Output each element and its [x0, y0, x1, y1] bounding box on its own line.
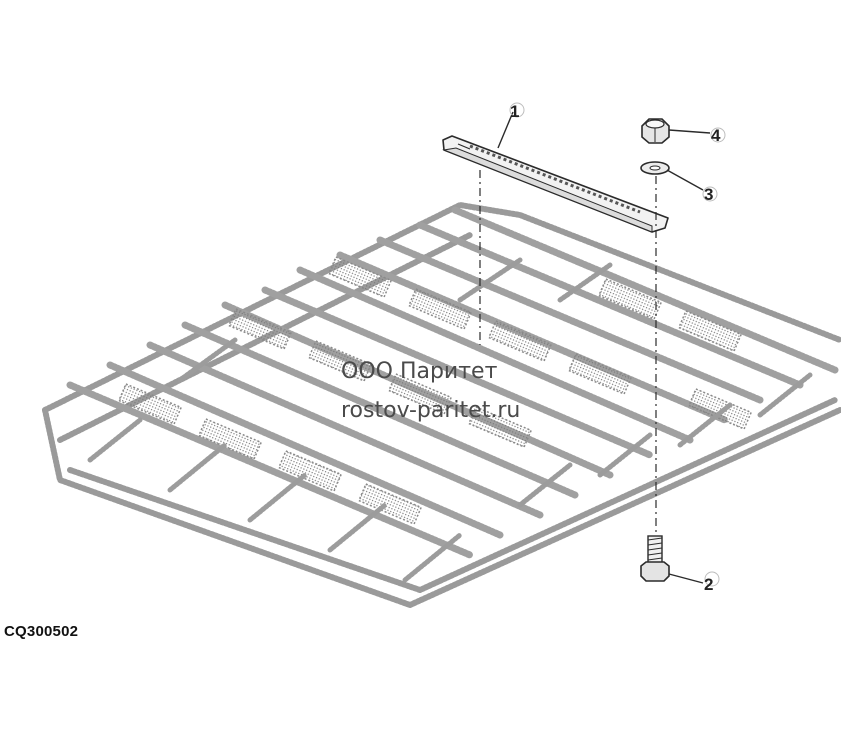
callout-1-label: 1: [510, 102, 519, 121]
track-link-plates: [117, 256, 753, 525]
track-side-rail-right: [42, 397, 841, 608]
figure-code-label: CQ300502: [4, 623, 79, 640]
watermark-url: rostov-paritet.ru: [341, 398, 520, 423]
callout-2-label: 2: [704, 575, 713, 594]
assembly-center-lines: [479, 170, 657, 536]
track-chain-assembly: [42, 201, 841, 608]
watermark-company: ООО Паритет: [341, 359, 498, 384]
callout-3-label: 3: [704, 185, 713, 204]
part-2-bolt: [640, 535, 670, 582]
callout-labels: 1 4 3 2: [509, 102, 726, 594]
part-3-washer: [640, 161, 670, 175]
callout-leaders: [497, 111, 711, 584]
watermark: ООО Паритет rostov-paritet.ru: [341, 359, 520, 423]
track-grousers: [87, 257, 813, 583]
part-4-nut: [641, 118, 670, 144]
callout-4-label: 4: [711, 126, 721, 145]
part-1-guide-bar: [442, 135, 669, 233]
